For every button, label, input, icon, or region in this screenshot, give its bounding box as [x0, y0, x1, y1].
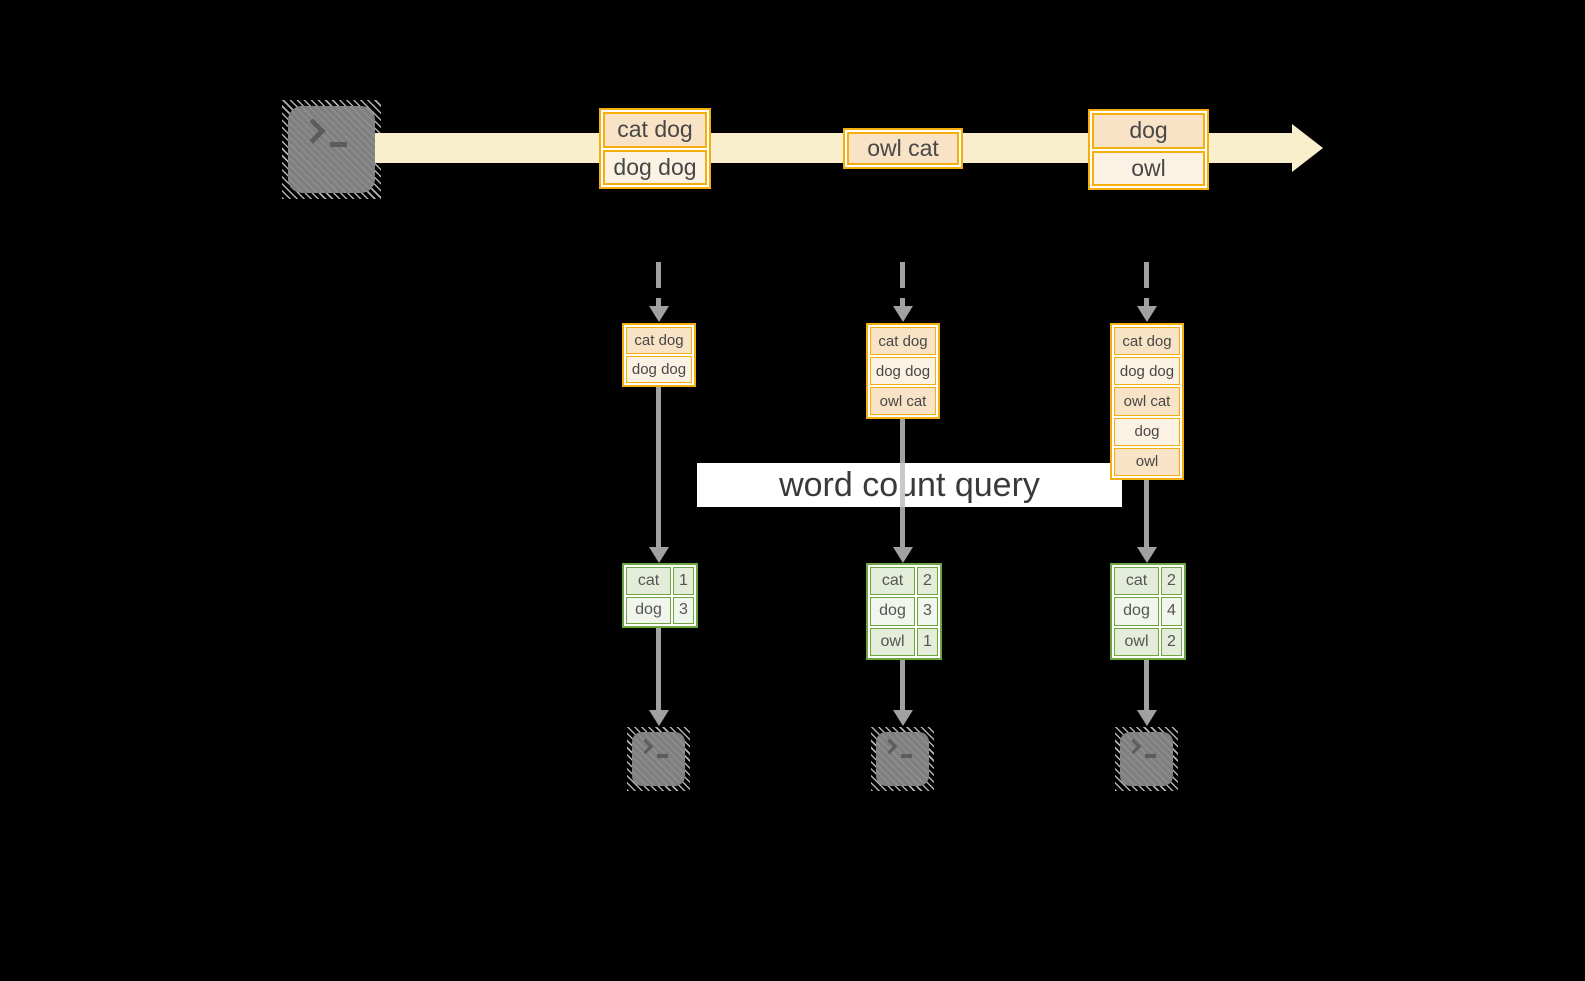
terminal-screen	[632, 732, 685, 786]
query-arrow-overlay-2	[900, 463, 905, 507]
event-record: owl cat	[870, 387, 936, 415]
query-arrow-shaft-1	[656, 386, 661, 547]
word-cell: owl	[1114, 627, 1159, 656]
ingest-arrow-shaft-3	[1144, 262, 1149, 308]
word-cell: cat	[626, 567, 671, 595]
event-record: dog	[1114, 417, 1180, 446]
source-terminal-icon	[282, 100, 381, 199]
word-cell: dog	[870, 597, 915, 626]
count-cell: 2	[1161, 567, 1182, 596]
output-arrow-head-1	[649, 710, 669, 726]
prompt-cursor-icon	[657, 754, 668, 758]
event-record: owl	[1114, 447, 1180, 477]
output-arrow-shaft-3	[1144, 660, 1149, 710]
stream-event-batch-2: owl cat	[843, 128, 963, 169]
word-cell: dog	[1114, 597, 1159, 626]
terminal-screen	[1120, 732, 1173, 786]
ingest-arrow-head-2	[893, 306, 913, 322]
event-record: dog dog	[1114, 357, 1180, 386]
count-cell: 1	[673, 567, 694, 595]
count-cell: 3	[917, 597, 938, 626]
word-cell: cat	[1114, 567, 1159, 596]
event-record: owl cat	[1114, 387, 1180, 416]
count-cell: 4	[1161, 597, 1182, 626]
prompt-cursor-icon	[330, 142, 347, 147]
ingest-arrow-shaft-1	[656, 262, 661, 308]
terminal-screen	[288, 106, 375, 193]
output-terminal-icon-2	[871, 727, 934, 791]
prompt-cursor-icon	[901, 754, 912, 758]
query-arrow-head-1	[649, 547, 669, 563]
event-record: dog	[1092, 113, 1205, 149]
output-arrow-head-3	[1137, 710, 1157, 726]
event-record: cat dog	[603, 112, 707, 148]
output-arrow-shaft-1	[656, 628, 661, 710]
output-arrow-shaft-2	[900, 660, 905, 710]
event-record: cat dog	[870, 327, 936, 355]
terminal-screen	[876, 732, 929, 786]
event-stream-arrowhead	[1292, 124, 1323, 172]
output-terminal-icon-1	[627, 727, 690, 791]
event-record: dog dog	[603, 149, 707, 185]
word-cell: dog	[626, 596, 671, 624]
word-cell: owl	[870, 627, 915, 656]
event-record: owl	[1092, 150, 1205, 186]
prompt-cursor-icon	[1145, 754, 1156, 758]
count-cell: 2	[1161, 627, 1182, 656]
event-record: dog dog	[626, 356, 692, 383]
query-arrow-shaft-3	[1144, 478, 1149, 547]
ingest-arrow-head-3	[1137, 306, 1157, 322]
event-record: owl cat	[847, 132, 959, 165]
event-record: cat dog	[1114, 327, 1180, 356]
query-label-banner: word count query	[697, 463, 1122, 507]
output-arrow-head-2	[893, 710, 913, 726]
count-cell: 3	[673, 596, 694, 624]
word-cell: cat	[870, 567, 915, 596]
ingest-arrow-head-1	[649, 306, 669, 322]
ingest-arrow-shaft-2	[900, 262, 905, 308]
query-arrow-head-3	[1137, 547, 1157, 563]
count-cell: 2	[917, 567, 938, 596]
output-terminal-icon-3	[1115, 727, 1178, 791]
event-record: cat dog	[626, 327, 692, 354]
count-cell: 1	[917, 627, 938, 656]
event-record: dog dog	[870, 357, 936, 385]
query-arrow-head-2	[893, 547, 913, 563]
